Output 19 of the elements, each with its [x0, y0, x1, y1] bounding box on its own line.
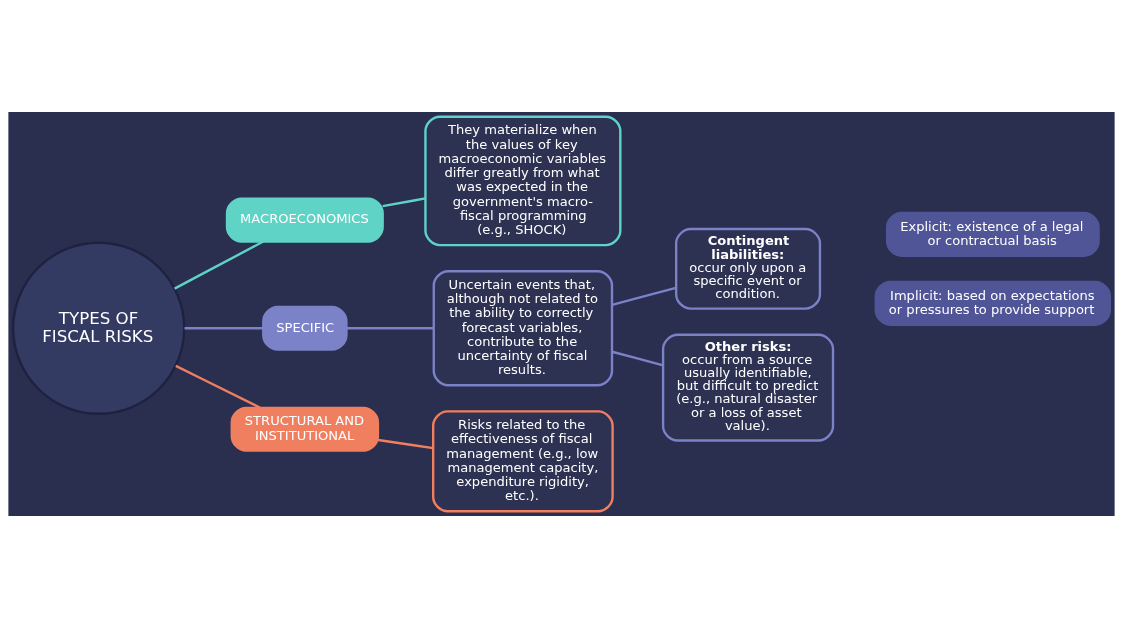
node-circle: TYPES OF FISCAL RISKS	[11, 241, 186, 415]
node-box: Uncertain events that, although not related to the ability to correctly forecast variables, contribute to the uncertainty of fiscal results.	[432, 270, 614, 387]
connector	[174, 240, 264, 290]
node-box: Explicit: existence of a legal or contractual basis	[885, 211, 1100, 257]
node-box: Implicit: based on expectations or pressures to provide support	[874, 280, 1112, 326]
node-box: STRUCTURAL AND INSTITUTIONAL	[230, 406, 380, 452]
connector	[382, 197, 426, 208]
connector	[184, 327, 263, 330]
connector	[611, 350, 664, 367]
node-box: Other risks: occur from a source usually identifiable, but difficult to predict (e.g., natural disaster or a loss of asset value).	[661, 333, 835, 442]
node-box: They materialize when the values of key macroeconomic variables differ greatly from what was expected in the government's macro-fiscal programming (e.g., SHOCK)	[424, 115, 622, 247]
node-box: Risks related to the effectiveness of fiscal management (e.g., low management capacity, expenditure rigidity, etc.).	[432, 410, 614, 513]
node-box: MACROECONOMICS	[225, 197, 384, 243]
node-box: SPECIFIC	[262, 305, 348, 351]
node-box: Contingent liabilities: occur only upon a specific event or condition.	[674, 227, 822, 310]
connector	[346, 327, 434, 330]
connector	[377, 438, 434, 450]
connector	[175, 364, 261, 409]
connector	[611, 286, 677, 306]
